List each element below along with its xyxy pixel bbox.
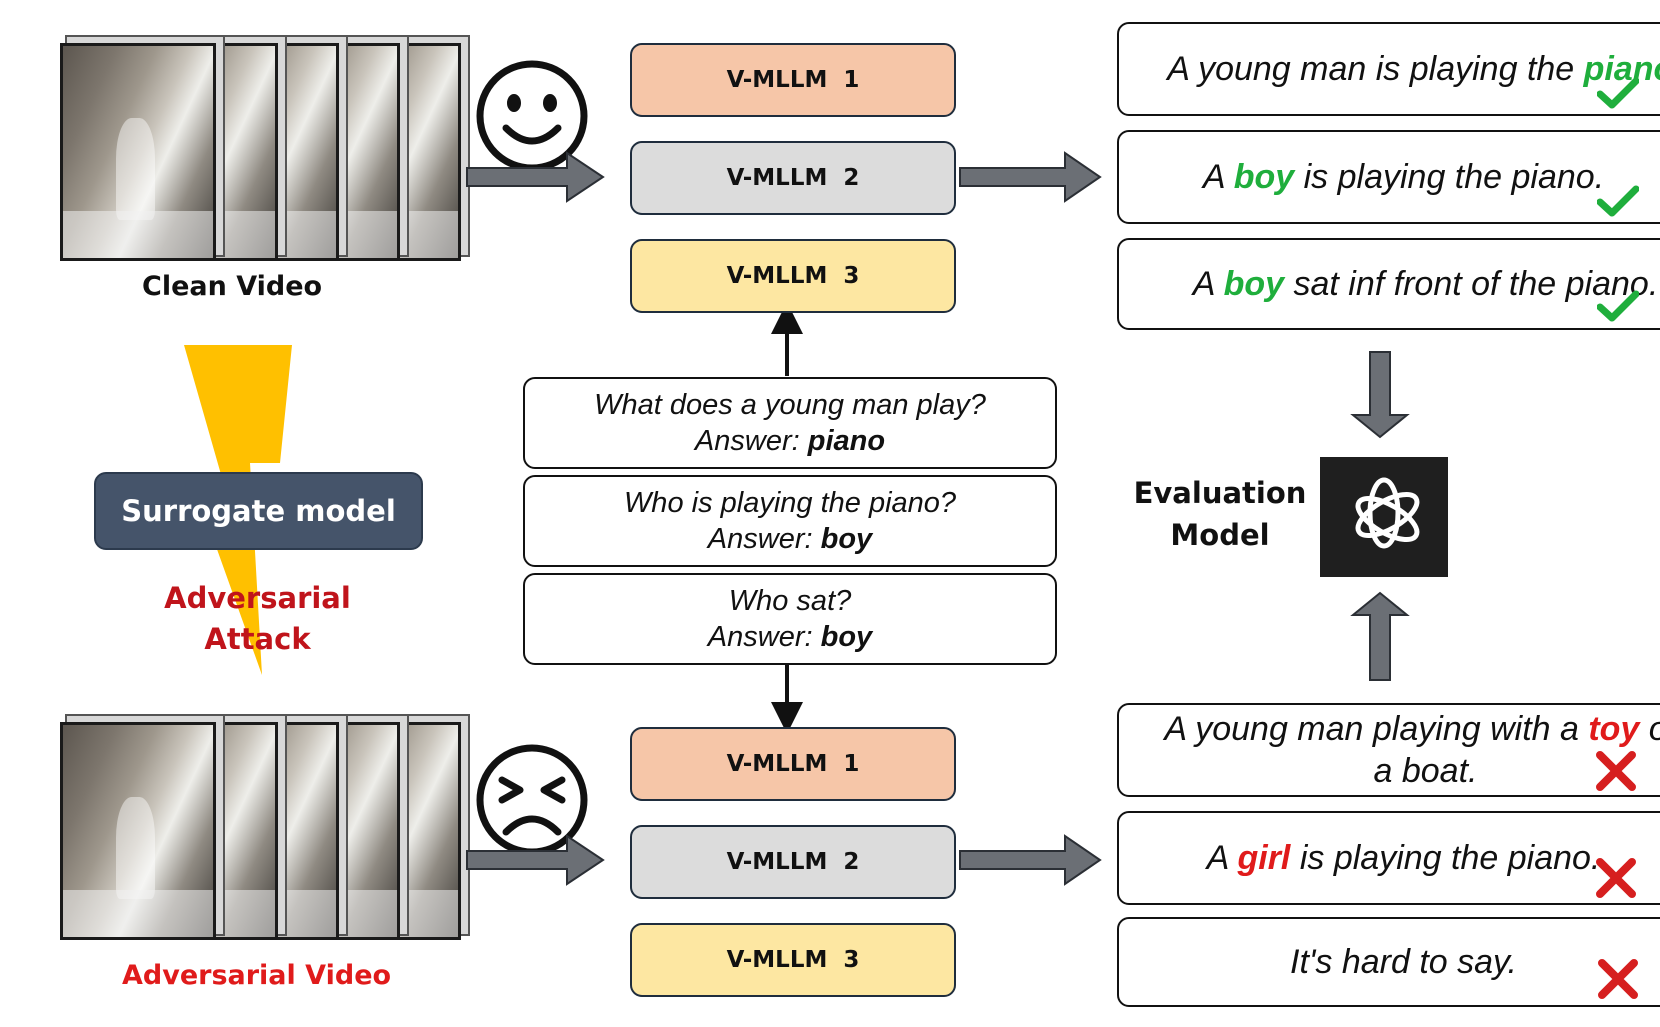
question-box-2: Who is playing the piano? Answer: boy [523,475,1057,567]
cross-icon [1596,858,1636,898]
output-text: A boy sat inf front of the piano. [1193,263,1659,306]
output-text-after: sat inf front of the piano. [1284,264,1659,303]
adversarial-video-label: Adversarial Video [122,960,392,991]
clean-video-label: Clean Video [142,271,323,302]
output-text-before: A young man playing with a [1164,709,1589,748]
clean-output-2: A boy is playing the piano. [1117,130,1660,224]
answer-prefix: Answer: [707,621,821,653]
output-text-before: A [1192,264,1224,303]
clean-video-stack [0,0,461,270]
output-text: It's hard to say. [1290,941,1517,984]
clean-to-evaluator-arrow [1350,351,1410,439]
output-keyword: boy [1223,264,1285,303]
adversarial-vmllm-2: V-MLLM 2 [630,825,956,899]
answer-line: Answer: boy [708,619,872,655]
adversarial-attack-label: Adversarial Attack [130,578,385,659]
output-text-after: It's hard to say. [1290,942,1517,981]
question-text: Who is playing the piano? [623,486,957,519]
output-keyword: piano [1583,49,1660,88]
output-text: A boy is playing the piano. [1203,156,1604,199]
answer-value: piano [807,425,886,457]
checkmark-icon [1597,290,1639,322]
output-text: A girl is playing the piano. [1207,837,1601,880]
evaluation-label-line2: Model [1170,518,1270,553]
output-text-before: A [1202,157,1234,196]
clean-vmllm-1: V-MLLM 1 [630,43,956,117]
adversarial-output-2: A girl is playing the piano. [1117,811,1660,905]
adversarial-vmllm-3: V-MLLM 3 [630,923,956,997]
answer-line: Answer: boy [708,521,872,557]
answer-value: boy [820,621,873,653]
evaluation-label-line1: Evaluation [1133,476,1307,510]
attack-label-line1: Adversarial [164,581,351,615]
evaluation-model-label: Evaluation Model [1120,472,1320,556]
adversarial-output-1: A young man playing with a toy on a boat… [1117,703,1660,797]
adversarial-input-arrow [466,834,605,886]
clean-vmllm-2: V-MLLM 2 [630,141,956,215]
output-keyword: girl [1237,838,1291,877]
clean-output-3: A boy sat inf front of the piano. [1117,238,1660,330]
checkmark-icon [1597,185,1639,217]
clean-output-arrow [959,151,1102,203]
adversarial-to-evaluator-arrow [1350,591,1410,681]
clean-input-arrow [466,151,605,203]
cross-icon [1598,959,1638,999]
clean-output-1: A young man is playing the piano. [1117,22,1660,116]
cross-icon [1596,751,1636,791]
adversarial-output-3: It's hard to say. [1117,917,1660,1007]
answer-prefix: Answer: [707,523,821,555]
answer-prefix: Answer: [694,425,808,457]
question-box-1: What does a young man play? Answer: pian… [523,377,1057,469]
output-text-after: on a boat. [1373,710,1660,791]
answer-line: Answer: piano [695,423,885,459]
adversarial-vmllm-1: V-MLLM 1 [630,727,956,801]
output-text-before: A [1206,838,1238,877]
clean-vmllm-3: V-MLLM 3 [630,239,956,313]
question-text: What does a young man play? [594,388,986,421]
surrogate-model-label: Surrogate model [121,494,396,528]
output-text-after: is playing the piano. [1294,157,1605,196]
attack-label-line2: Attack [204,621,311,656]
openai-logo-icon [1320,457,1448,577]
output-text-after: is playing the piano. [1290,838,1601,877]
question-box-3: Who sat? Answer: boy [523,573,1057,665]
output-text: A young man playing with a toy on a boat… [1161,708,1660,793]
surrogate-model-box: Surrogate model [94,472,423,550]
output-text: A young man is playing the piano. [1167,48,1660,91]
answer-value: boy [820,523,873,555]
adversarial-video-stack [0,710,461,960]
checkmark-icon [1597,77,1639,109]
adversarial-output-arrow [959,834,1102,886]
output-keyword: boy [1233,157,1295,196]
output-keyword: toy [1588,709,1640,748]
question-text: Who sat? [728,584,852,617]
output-text-before: A young man is playing the [1167,49,1584,88]
